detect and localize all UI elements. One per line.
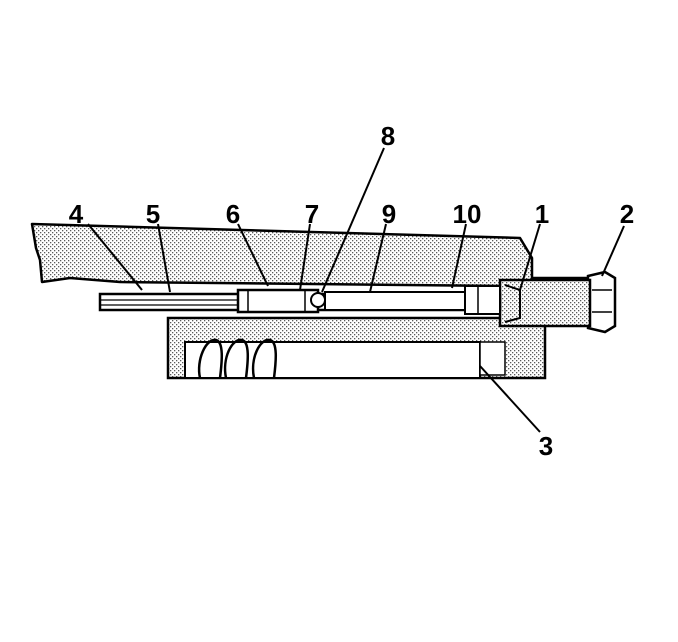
- callout-7: 7: [304, 199, 320, 229]
- spring-bore: [184, 341, 481, 379]
- callout-6: 6: [225, 199, 241, 229]
- shaft-assembly: [98, 285, 502, 315]
- callout-1: 1: [534, 199, 550, 229]
- callout-2: 2: [619, 199, 635, 229]
- callout-4: 4: [68, 199, 84, 229]
- callout-8: 8: [380, 121, 396, 151]
- bore-pocket: [479, 341, 506, 376]
- callout-3: 3: [538, 431, 554, 461]
- callout-9: 9: [381, 199, 397, 229]
- bolt-head: [586, 270, 617, 334]
- callout-10: 10: [452, 199, 482, 229]
- callout-5: 5: [145, 199, 161, 229]
- spring: [197, 338, 277, 379]
- leader-lines: [87, 147, 625, 433]
